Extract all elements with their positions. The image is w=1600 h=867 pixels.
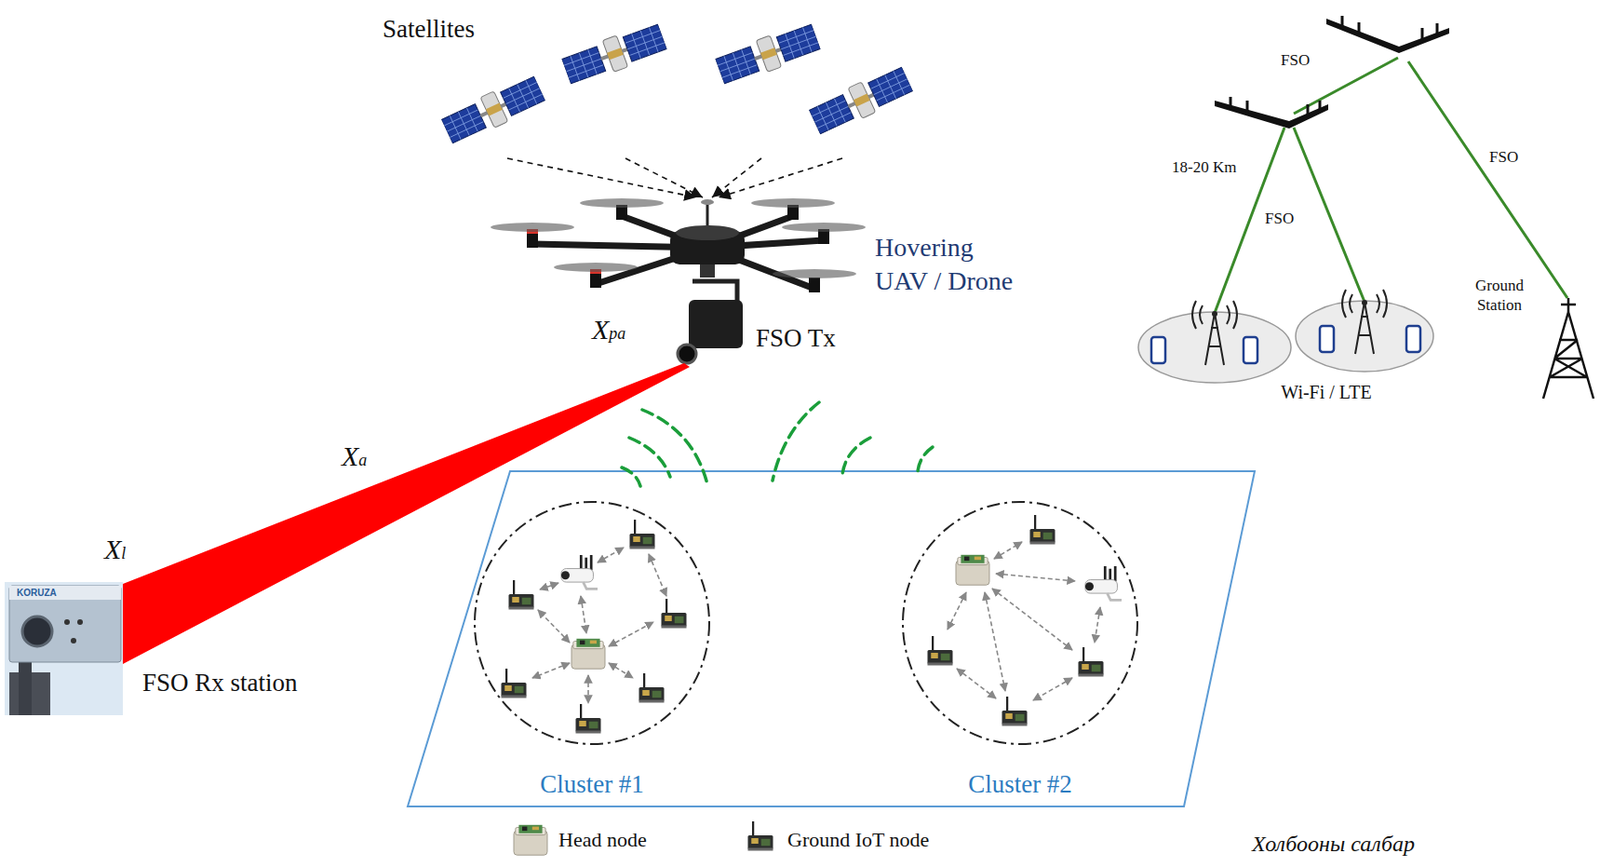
cluster-outline-path — [474, 501, 710, 744]
satellite-group: Satellites — [372, 9, 931, 159]
text-label: FSO — [1489, 147, 1519, 167]
drone-illustration — [490, 198, 866, 364]
node-sublabel: FSO Tx — [755, 323, 836, 353]
text-label: Ground Station — [1463, 275, 1536, 316]
distance-symbol: Xa — [341, 439, 367, 477]
signal-arrow — [718, 158, 843, 198]
wireless-arcs — [621, 402, 933, 486]
legend-icon-shape — [513, 824, 548, 855]
inset-network — [1138, 15, 1594, 399]
node-label: Cluster #1 — [472, 769, 712, 799]
cluster-1-devices — [501, 519, 687, 734]
cluster-outline — [472, 499, 712, 746]
signal-arrow — [507, 158, 697, 198]
legend-icon — [511, 822, 550, 857]
legend-icon — [746, 820, 775, 852]
legend-icon-shape — [748, 820, 774, 851]
node-label: Hovering UAV / Drone — [874, 230, 1024, 299]
ground-region — [407, 470, 1255, 807]
legend-text: Head node — [558, 827, 647, 851]
text-label: Wi-Fi / LTE — [1265, 381, 1387, 404]
cluster-circle: Cluster #2 — [900, 499, 1140, 746]
text-label: KORUZA — [16, 587, 57, 599]
text-label: Холбооны салбар — [1251, 831, 1415, 858]
node-label: Satellites — [382, 14, 475, 44]
legend-text: Ground IoT node — [787, 827, 929, 851]
cluster-circle: Cluster #1 — [472, 499, 712, 746]
text-label: 18-20 Km — [1171, 158, 1237, 177]
fso-rx-picture — [4, 581, 123, 715]
text-label: FSO — [1264, 209, 1294, 229]
distance-symbol: Xpa — [591, 312, 626, 350]
signal-arrow — [712, 158, 762, 198]
node-label: Cluster #2 — [900, 769, 1140, 799]
text-label: FSO — [1280, 51, 1310, 70]
optical-beam — [122, 363, 690, 664]
distance-symbol: Xl — [104, 532, 126, 570]
signal-arrow — [625, 158, 703, 198]
cluster-outline-path — [902, 501, 1138, 744]
drone-node: Hovering UAV / DroneFSO Tx — [479, 197, 1057, 365]
satellite-icons — [440, 20, 915, 147]
node-label: FSO Rx station — [142, 668, 298, 698]
cluster-outline — [900, 499, 1140, 746]
fso-rx-station: FSO Rx station — [4, 581, 123, 715]
cluster-2-devices — [927, 514, 1123, 727]
